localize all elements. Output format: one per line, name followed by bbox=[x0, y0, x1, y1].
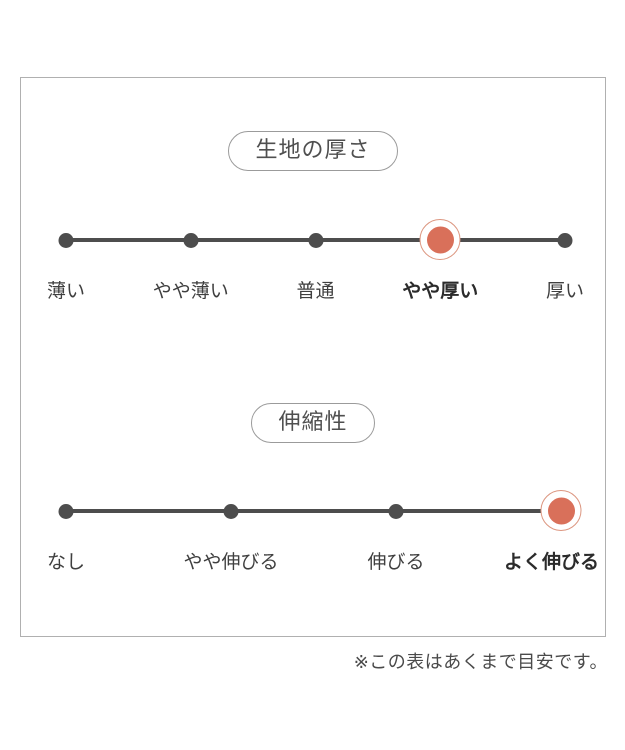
scale-dot bbox=[308, 232, 323, 248]
stretch-scale: 伸縮性 なし やや伸びる 伸びる よく伸びる bbox=[21, 403, 605, 577]
scale-line bbox=[66, 509, 561, 514]
selected-marker bbox=[540, 490, 582, 532]
selected-marker bbox=[419, 219, 461, 261]
scale-dot bbox=[557, 232, 573, 248]
footnote: ※この表はあくまで目安です。 bbox=[353, 652, 608, 672]
scale-option-label: 普通 bbox=[296, 281, 335, 303]
scale-option-label: 伸びる bbox=[367, 552, 425, 574]
scale-option-label: なし bbox=[46, 552, 86, 574]
size-guide-panel: 生地の厚さ 薄い やや薄い 普通 やや厚い 厚い 伸縮性 なし やや伸びる 伸びる よく伸びる bbox=[20, 77, 606, 637]
scale-option-label: 薄い bbox=[46, 281, 86, 303]
fabric-thickness-scale: 生地の厚さ 薄い やや薄い 普通 やや厚い 厚い bbox=[21, 131, 605, 306]
scale-option-label: やや伸びる bbox=[183, 552, 279, 574]
scale-option-label: よく伸びる bbox=[503, 552, 599, 574]
scale-dot bbox=[183, 232, 199, 248]
scale-dot bbox=[58, 232, 74, 248]
scale-dot bbox=[388, 503, 404, 519]
scale-option-label: やや薄い bbox=[152, 281, 229, 303]
scale-track bbox=[21, 217, 605, 263]
scale-title: 伸縮性 bbox=[278, 409, 348, 434]
scale-option-label: 厚い bbox=[545, 281, 585, 303]
scale-track bbox=[21, 488, 605, 534]
scale-title-pill: 伸縮性 bbox=[251, 403, 375, 444]
scale-title-pill: 生地の厚さ bbox=[228, 131, 398, 172]
scale-dot bbox=[223, 503, 239, 519]
scale-title: 生地の厚さ bbox=[255, 137, 371, 162]
scale-labels: 薄い やや薄い 普通 やや厚い 厚い bbox=[21, 276, 605, 306]
scale-option-label: やや厚い bbox=[402, 281, 479, 303]
scale-labels: なし やや伸びる 伸びる よく伸びる bbox=[21, 547, 605, 577]
scale-dot bbox=[58, 503, 74, 519]
